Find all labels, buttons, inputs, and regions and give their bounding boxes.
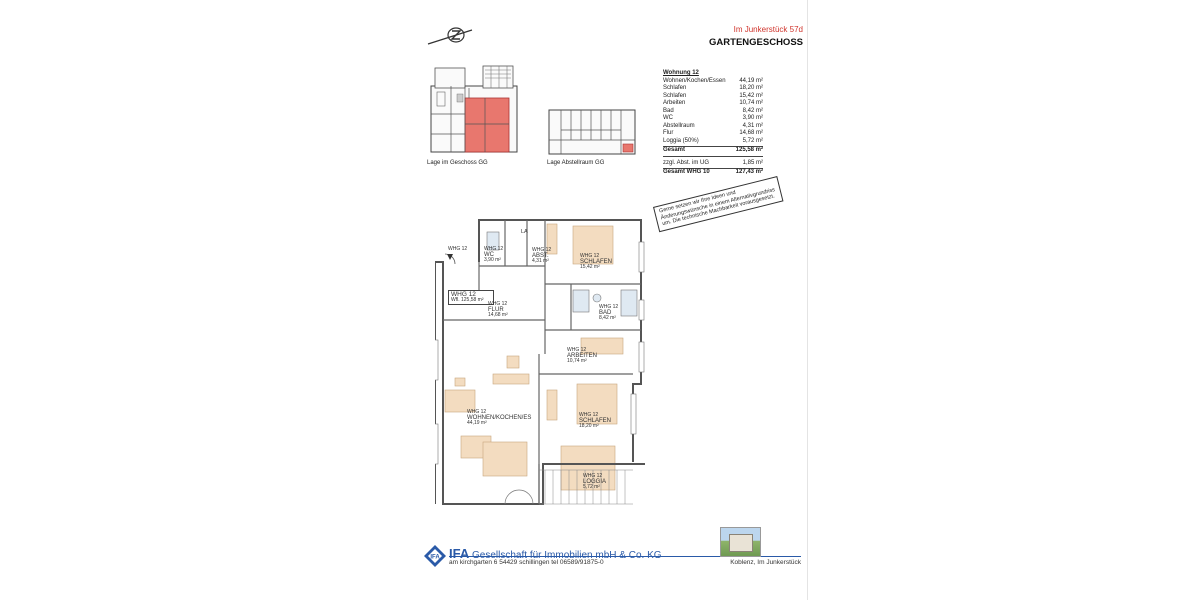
- building-photo: [720, 527, 761, 557]
- company-line: IFA Gesellschaft für Immobilien mbH & Co…: [449, 546, 662, 561]
- ifa-logo-icon: IFA: [424, 545, 446, 567]
- caption-floor: Lage im Geschoss GG: [427, 160, 488, 166]
- caption-storage: Lage Abstellraum GG: [547, 160, 605, 166]
- expose-page: Im Junkerstück 57d GARTENGESCHOSS Lage i…: [393, 0, 808, 600]
- address-heading: Im Junkerstück 57d: [733, 25, 803, 34]
- north-arrow-icon: [427, 27, 473, 45]
- table-row: Loggia (50%)5,72 m²: [663, 137, 763, 144]
- footer-divider: [449, 556, 801, 557]
- entry-label: WHG 12: [448, 246, 468, 252]
- company-name: Gesellschaft für Immobilien mbH & Co. KG: [472, 550, 662, 561]
- highlighted-unit: [464, 97, 510, 153]
- table-title: Wohnung 12: [663, 70, 699, 76]
- main-floor-plan: [435, 219, 645, 505]
- storage-keyplan: [548, 109, 636, 155]
- svg-text:IFA: IFA: [430, 555, 440, 561]
- company-short: IFA: [449, 546, 470, 561]
- floor-heading: GARTENGESCHOSS: [709, 37, 803, 48]
- highlighted-storage: [622, 143, 634, 153]
- project-location: Koblenz, Im Junkerstück: [730, 559, 801, 566]
- shaft-label: LA: [521, 229, 528, 235]
- change-request-note: Gerne setzen wir Ihre Ideen und Änderung…: [653, 176, 784, 232]
- company-address: am kirchgarten 6 54429 schillingen tel 0…: [449, 559, 604, 566]
- unit-info-box: WHG 12 Wfl. 125,58 m²: [448, 290, 494, 306]
- floor-keyplan: [430, 65, 518, 153]
